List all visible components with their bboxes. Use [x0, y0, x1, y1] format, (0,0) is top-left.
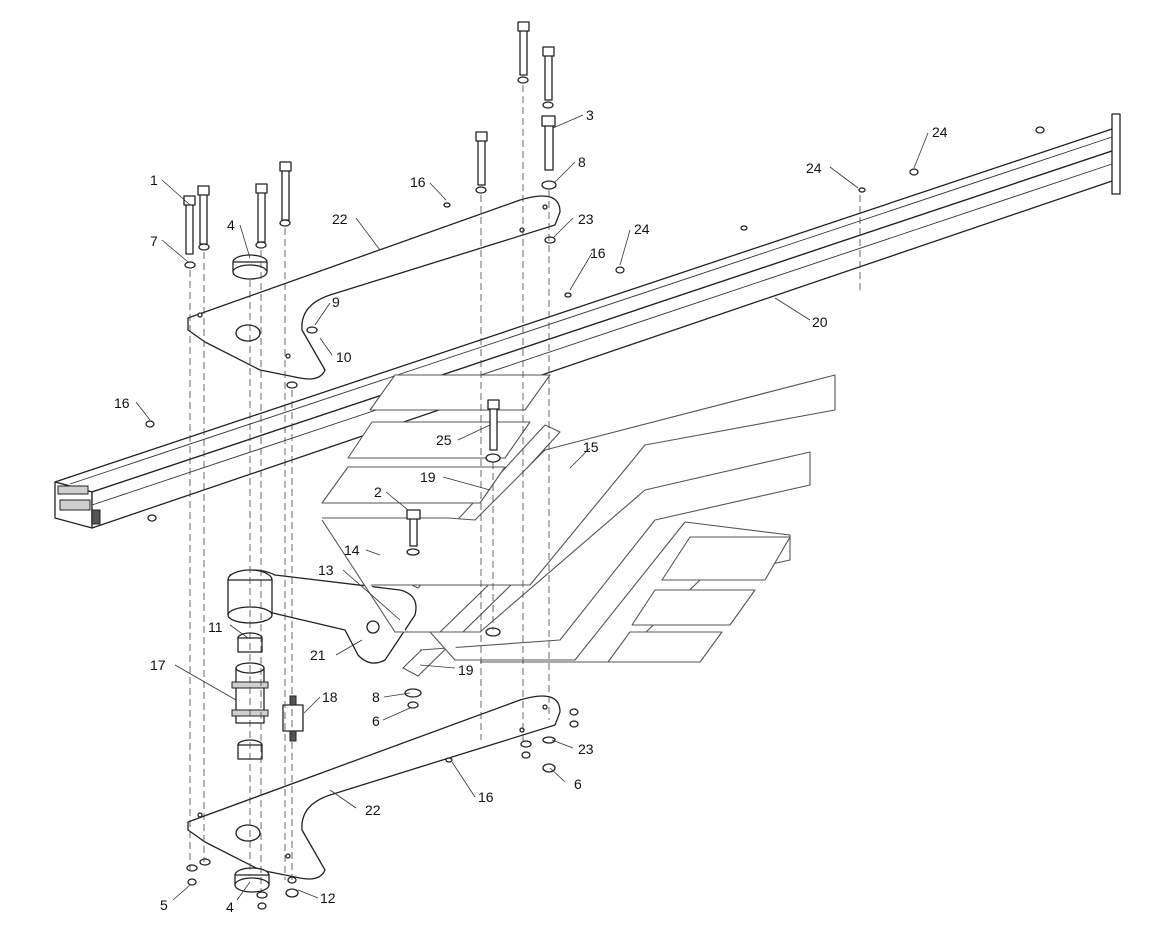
callout-19-bottom: 19 — [458, 662, 474, 678]
callout-6-left: 6 — [372, 713, 380, 729]
callout-22-bottom: 22 — [365, 802, 381, 818]
callout-13: 13 — [318, 562, 334, 578]
center-lines — [189, 85, 861, 890]
callout-8-top: 8 — [578, 154, 586, 170]
callout-15: 15 — [583, 439, 599, 455]
callout-19-top: 19 — [420, 469, 436, 485]
bottom-plate — [187, 695, 561, 880]
callout-22-top: 22 — [332, 211, 348, 227]
callout-24-right: 24 — [932, 124, 948, 140]
callout-4-top: 4 — [227, 217, 235, 233]
callout-16-left: 16 — [114, 395, 130, 411]
callout-8-bottom: 8 — [372, 689, 380, 705]
callout-7: 7 — [150, 233, 158, 249]
callout-10: 10 — [336, 349, 352, 365]
callout-4-bottom: 4 — [226, 899, 234, 915]
callout-17: 17 — [150, 657, 166, 673]
callout-21: 21 — [310, 647, 326, 663]
callout-labels: 1 2 3 4 4 5 6 6 7 8 8 9 10 11 12 13 14 1… — [114, 107, 948, 915]
leader-lines — [135, 114, 929, 901]
callout-18: 18 — [322, 689, 338, 705]
washers-nuts — [145, 76, 1045, 910]
shield-panels — [321, 374, 836, 663]
top-plate — [187, 195, 561, 380]
main-beam — [54, 113, 1121, 529]
callout-11: 11 — [208, 619, 223, 635]
callout-14: 14 — [344, 542, 360, 558]
callout-25: 25 — [436, 432, 452, 448]
pivot-stack — [231, 632, 269, 760]
bushings — [232, 254, 270, 893]
callout-3: 3 — [586, 107, 594, 123]
callout-20: 20 — [812, 314, 828, 330]
callout-23-top: 23 — [578, 211, 594, 227]
callout-16-top: 16 — [410, 174, 426, 190]
callout-12: 12 — [320, 890, 336, 906]
callout-5: 5 — [160, 897, 168, 913]
sensor — [282, 695, 304, 742]
callout-16-bottom: 16 — [478, 789, 494, 805]
callout-6-right: 6 — [574, 776, 582, 792]
callout-9: 9 — [332, 294, 340, 310]
callout-1: 1 — [150, 172, 158, 188]
callout-24-mid: 24 — [806, 160, 822, 176]
callout-23-bottom: 23 — [578, 741, 594, 757]
callout-2: 2 — [374, 484, 382, 500]
callout-24-left: 24 — [634, 221, 650, 237]
callout-16-mid: 16 — [590, 245, 606, 261]
